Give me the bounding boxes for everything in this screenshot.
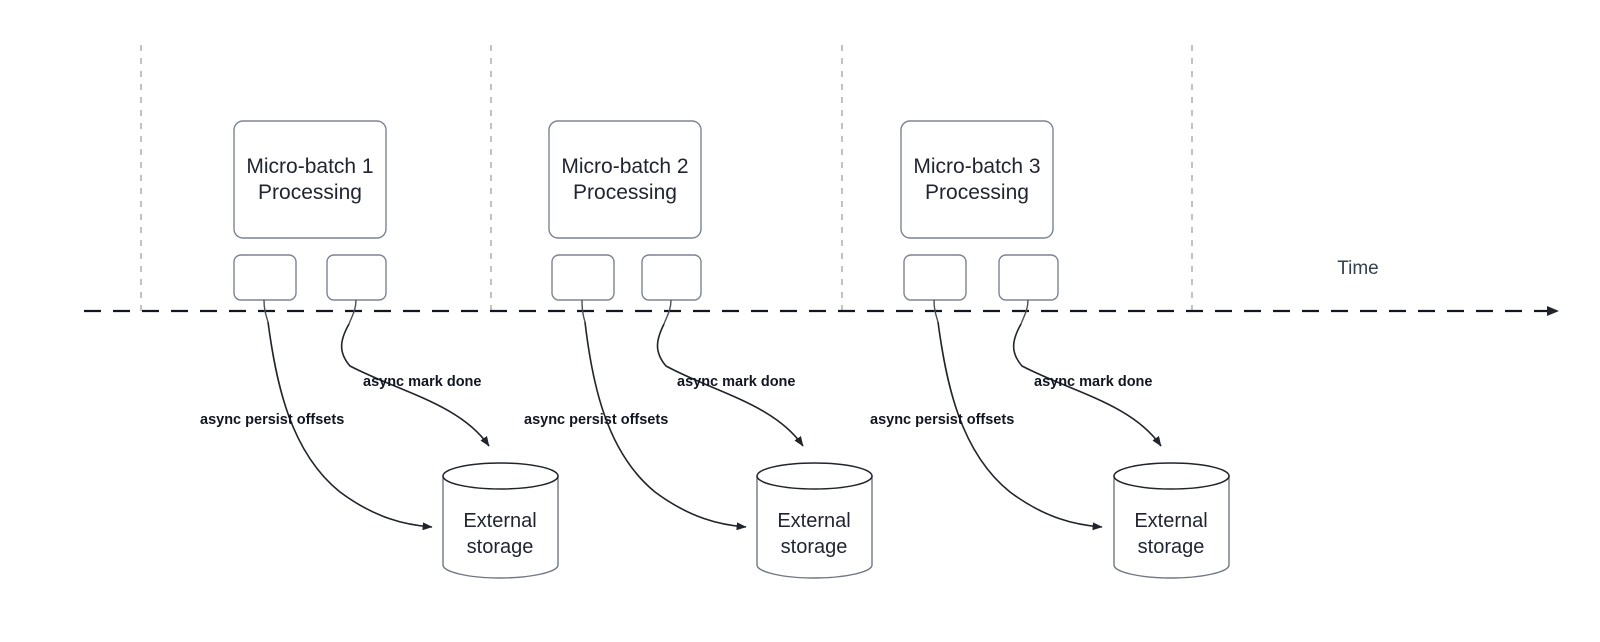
task-box-3b[interactable] (998, 254, 1059, 301)
microbatch-box-1-line2: Processing (258, 181, 362, 204)
edge-async-persist-offsets-3 (937, 321, 1103, 531)
external-storage-1-top (442, 462, 559, 490)
task-box-1a-stem (263, 299, 269, 323)
external-storage-2-line2: storage (781, 536, 848, 558)
microbatch-box-1-line1: Micro-batch 1 (246, 155, 373, 178)
external-storage-1[interactable]: External storage (442, 462, 559, 579)
external-storage-3-body[interactable] (1113, 475, 1230, 579)
task-box-3a-stem (933, 299, 939, 323)
microbatch-box-1[interactable]: Micro-batch 1 Processing (233, 120, 387, 239)
task-box-2b-stem (663, 299, 672, 325)
task-box-3a[interactable] (903, 254, 967, 301)
microbatch-box-3-rect[interactable] (900, 120, 1054, 239)
microbatch-box-3-line2: Processing (925, 181, 1029, 204)
timeline-axis-label: Time (1337, 258, 1379, 279)
task-box-2a[interactable] (551, 254, 615, 301)
edge-label-async-mark-done-1: async mark done (363, 374, 481, 390)
group-1: Micro-batch 1 Processing async persist o… (200, 120, 559, 579)
external-storage-1-line2: storage (467, 536, 534, 558)
task-box-2a-stem (581, 299, 586, 323)
microbatch-box-2-line2: Processing (573, 181, 677, 204)
microbatch-box-2-line1: Micro-batch 2 (561, 155, 688, 178)
group-2: Micro-batch 2 Processing async persist o… (524, 120, 873, 579)
edge-label-async-mark-done-3: async mark done (1034, 374, 1152, 390)
edge-label-async-persist-offsets-2: async persist offsets (524, 412, 668, 428)
microbatch-box-2[interactable]: Micro-batch 2 Processing (548, 120, 702, 239)
external-storage-3[interactable]: External storage (1113, 462, 1230, 579)
microbatch-box-3-line1: Micro-batch 3 (913, 155, 1040, 178)
external-storage-3-top (1113, 462, 1230, 490)
edge-label-async-persist-offsets-3: async persist offsets (870, 412, 1014, 428)
edge-async-mark-done-1 (340, 323, 490, 447)
external-storage-1-line1: External (463, 510, 536, 532)
group-3: Micro-batch 3 Processing async persist o… (870, 120, 1230, 579)
edge-async-mark-done-3 (1012, 323, 1162, 447)
task-box-1a[interactable] (233, 254, 297, 301)
microbatch-box-2-rect[interactable] (548, 120, 702, 239)
microbatch-box-3[interactable]: Micro-batch 3 Processing (900, 120, 1054, 239)
external-storage-3-line1: External (1134, 510, 1207, 532)
task-box-1b[interactable] (326, 254, 387, 301)
edge-label-async-persist-offsets-1: async persist offsets (200, 412, 344, 428)
edge-async-mark-done-2 (656, 323, 804, 447)
task-box-2b[interactable] (641, 254, 702, 301)
external-storage-1-body[interactable] (442, 475, 559, 579)
external-storage-2-body[interactable] (756, 475, 873, 579)
external-storage-2[interactable]: External storage (756, 462, 873, 579)
microbatch-box-1-rect[interactable] (233, 120, 387, 239)
external-storage-2-line1: External (777, 510, 850, 532)
edge-async-persist-offsets-1 (267, 321, 433, 531)
edge-label-async-mark-done-2: async mark done (677, 374, 795, 390)
external-storage-3-line2: storage (1138, 536, 1205, 558)
task-box-3b-stem (1020, 299, 1029, 325)
external-storage-2-top (756, 462, 873, 490)
edge-async-persist-offsets-2 (584, 321, 747, 531)
task-box-1b-stem (348, 299, 357, 325)
